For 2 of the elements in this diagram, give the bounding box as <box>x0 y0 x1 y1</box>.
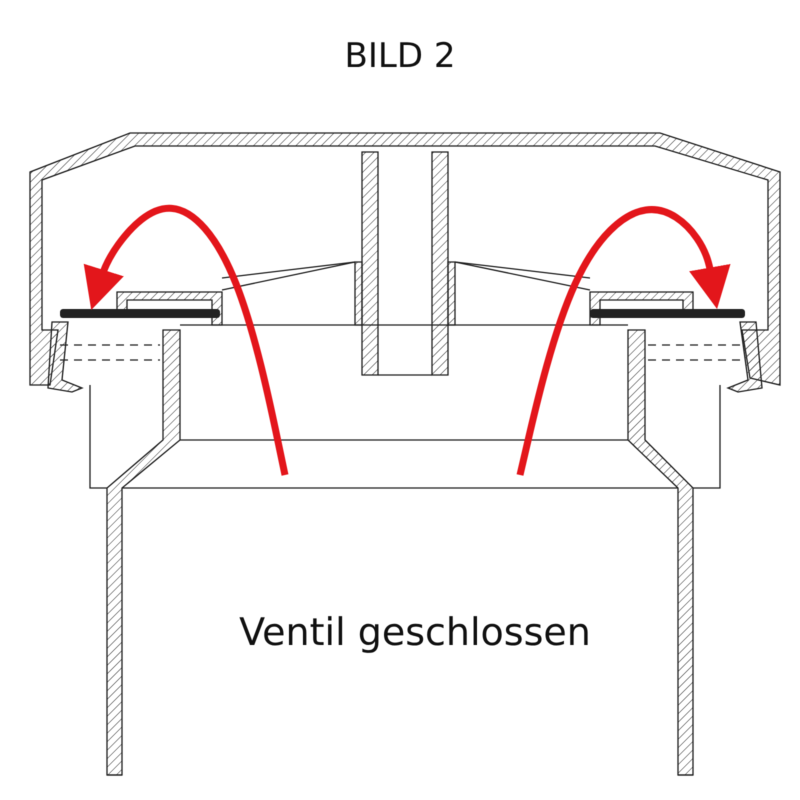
title: BILD 2 <box>344 36 456 76</box>
caption-label: Ventil geschlossen <box>239 610 591 654</box>
